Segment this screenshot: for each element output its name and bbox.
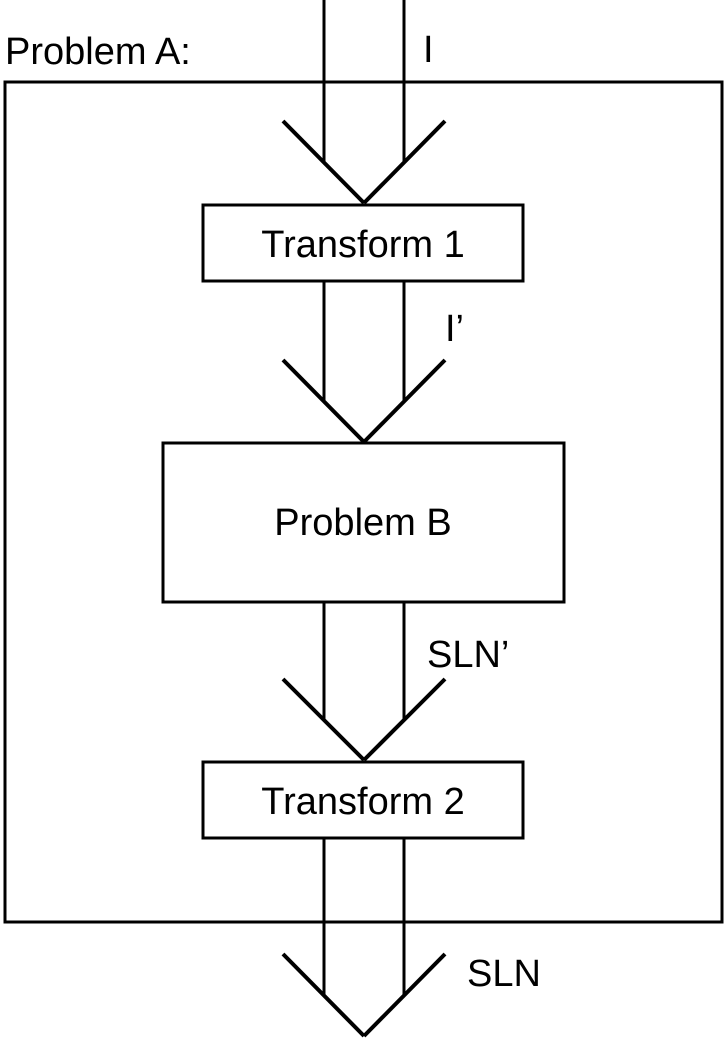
edge-label-input-prime: I’	[445, 308, 464, 350]
arrowhead-2-right-wing	[362, 358, 447, 444]
node-transform-1-label: Transform 1	[261, 224, 464, 266]
node-problem-b-label: Problem B	[274, 502, 451, 544]
edge-label-input: I	[423, 29, 434, 71]
arrowhead-4-right-wing	[362, 952, 447, 1038]
arrowhead-3-left-wing	[281, 677, 366, 762]
node-problem-b	[161, 441, 566, 604]
arrowhead-1-left-wing	[281, 119, 366, 205]
arrowhead-2-left-wing	[281, 358, 366, 444]
problem-a-container	[3, 80, 724, 924]
edge-label-sln-prime: SLN’	[427, 634, 509, 676]
edge-label-sln: SLN	[467, 953, 541, 995]
arrowhead-3-right-wing	[362, 677, 447, 762]
arrowhead-1-right-wing	[362, 119, 447, 205]
node-transform-2-label: Transform 2	[261, 781, 464, 823]
node-transform-1	[201, 203, 525, 283]
node-transform-2	[201, 760, 525, 840]
arrowhead-4-left-wing	[281, 952, 366, 1038]
problem-a-label: Problem A:	[5, 31, 191, 73]
